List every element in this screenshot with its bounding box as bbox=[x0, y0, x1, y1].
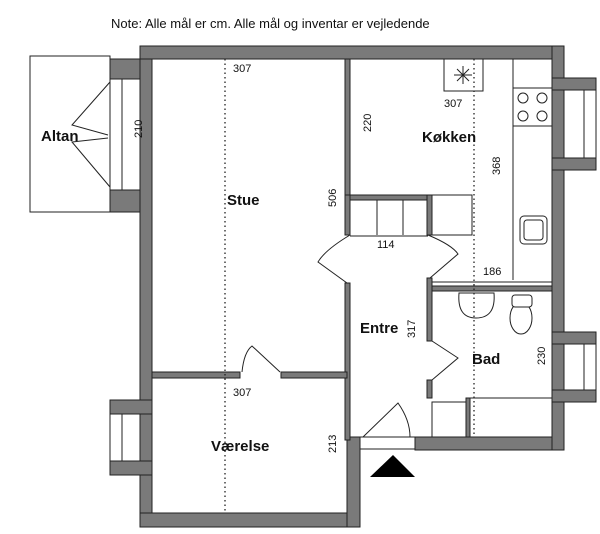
vaerelse-right-wall bbox=[346, 436, 361, 528]
closet-top-wall bbox=[344, 194, 433, 201]
kitchen-cabinet bbox=[431, 194, 473, 236]
dim-bad-length: 230 bbox=[536, 347, 548, 365]
washbasin bbox=[458, 292, 495, 319]
fixtures bbox=[376, 58, 553, 438]
dim-kokken-depth: 220 bbox=[362, 114, 374, 132]
room-label-kokken: Køkken bbox=[422, 129, 476, 146]
dim-vaerelse-width: 307 bbox=[233, 387, 251, 399]
bath-window bbox=[583, 343, 597, 391]
dim-stue-length: 506 bbox=[327, 189, 339, 207]
room-label-bad: Bad bbox=[472, 351, 500, 368]
bath-closet-wall bbox=[465, 397, 471, 438]
wall-stub bbox=[551, 157, 597, 171]
room-label-vaerelse: Værelse bbox=[211, 438, 269, 455]
vaerelse-top-wall bbox=[151, 371, 241, 379]
top-wall bbox=[139, 45, 565, 60]
dimension-lines bbox=[224, 59, 475, 513]
entry-door-swing bbox=[362, 402, 411, 438]
room-label-entre: Entre bbox=[360, 320, 398, 337]
wall-stub bbox=[109, 399, 153, 415]
doors bbox=[71, 81, 459, 477]
balcony-area bbox=[29, 55, 111, 213]
room-label-stue: Stue bbox=[227, 192, 260, 209]
wall-stub bbox=[109, 460, 153, 476]
bath-left-wall bbox=[426, 277, 433, 342]
room-label-altan: Altan bbox=[41, 128, 79, 145]
entrance-arrow-icon bbox=[370, 455, 415, 477]
stue-kitchen-wall bbox=[344, 58, 351, 200]
dim-stue-width: 307 bbox=[233, 63, 251, 75]
dim-stue-altan: 210 bbox=[133, 120, 145, 138]
vaerelse-top-wall bbox=[280, 371, 348, 379]
freezer-star-icon bbox=[454, 66, 472, 84]
bath-closet bbox=[431, 401, 467, 438]
dim-kokken-length: 368 bbox=[491, 157, 503, 175]
closet-right-wall bbox=[426, 194, 433, 236]
balcony-door-swing bbox=[71, 81, 111, 188]
bath-top-wall bbox=[431, 285, 553, 292]
right-wall bbox=[551, 45, 565, 451]
dim-closet-width: 114 bbox=[377, 239, 395, 251]
wall-stub bbox=[551, 331, 597, 345]
closet-left-wall bbox=[344, 194, 351, 236]
bath-bottom-wall bbox=[414, 436, 565, 451]
closet-door-swing bbox=[317, 234, 459, 284]
dim-kokken-width: 307 bbox=[444, 98, 462, 110]
bath-left-wall bbox=[426, 379, 433, 399]
dim-vaerelse-length: 213 bbox=[327, 435, 339, 453]
balcony-door-window bbox=[109, 78, 123, 191]
bath-door-swing bbox=[431, 340, 459, 381]
kitchen-window bbox=[583, 89, 597, 159]
wall-stub bbox=[551, 77, 597, 91]
bottom-wall bbox=[139, 512, 361, 528]
note-text: Note: Alle mål er cm. Alle mål og invent… bbox=[111, 16, 430, 31]
windows bbox=[109, 78, 597, 462]
entry-door-opening bbox=[359, 436, 416, 450]
dim-kokken-bottom: 186 bbox=[483, 266, 501, 278]
vaerelse-door-swing bbox=[241, 345, 281, 373]
vaerelse-window bbox=[109, 413, 123, 462]
dim-entre-length: 317 bbox=[406, 320, 418, 338]
walls bbox=[109, 45, 597, 528]
wall-stub bbox=[551, 389, 597, 403]
stove bbox=[512, 87, 553, 127]
entre-left-wall bbox=[344, 282, 351, 441]
